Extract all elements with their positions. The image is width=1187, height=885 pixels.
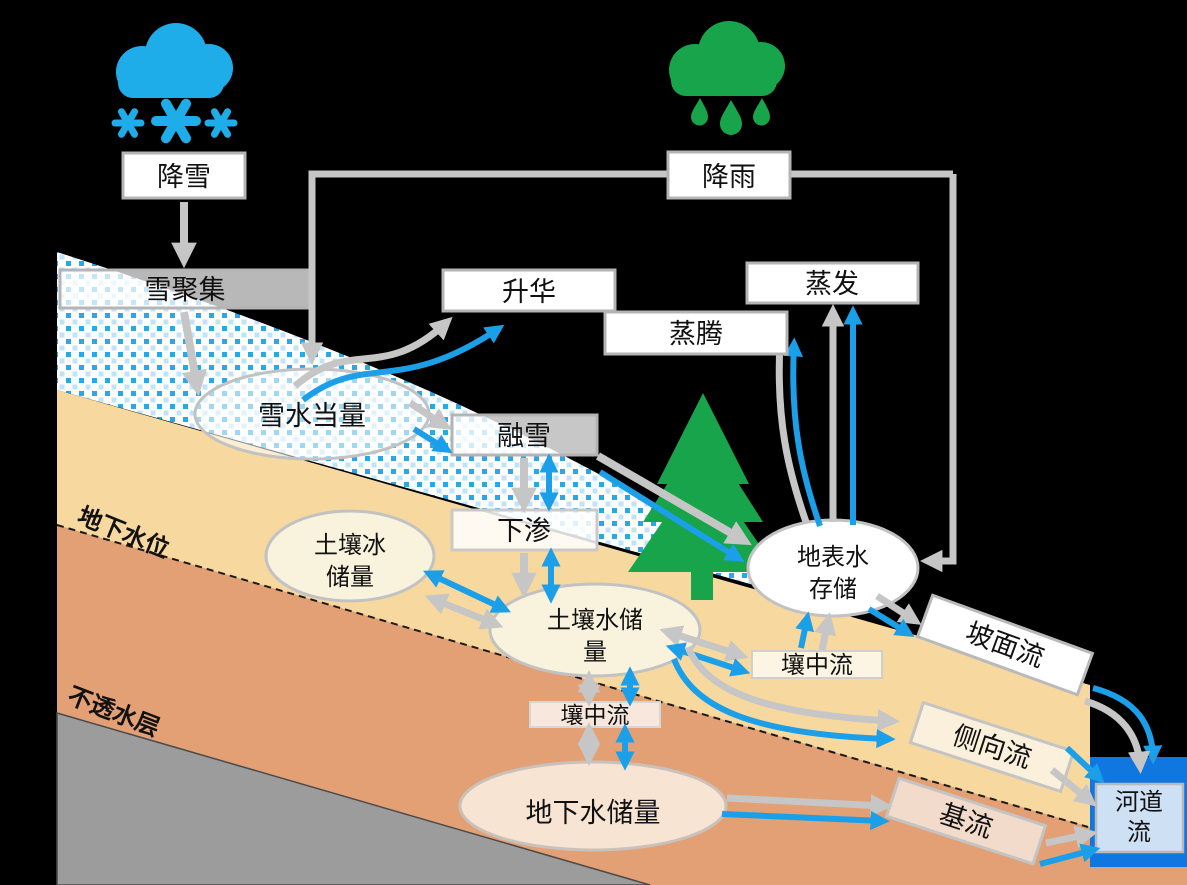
snowflakes-icon <box>111 98 238 144</box>
rainfall-node: 降雨 <box>666 150 792 200</box>
channel-flow-box <box>1094 782 1185 854</box>
soil-water-label-1: 土壤水储 <box>547 607 643 634</box>
transpiration-label: 蒸腾 <box>669 319 723 349</box>
arrow-surfacewater-to-overland-blue <box>867 606 915 638</box>
swe-label: 雪水当量 <box>258 401 366 431</box>
soil-ice-label-1: 土壤冰 <box>314 532 386 559</box>
arrow-soilwater-to-lateralflow-gray <box>684 645 900 732</box>
rainfall-label: 降雨 <box>702 162 756 192</box>
arrow-to-transpiration-gray <box>768 333 810 524</box>
infiltration-label: 下渗 <box>497 516 551 546</box>
arrow-overland-to-channel-gray <box>1083 697 1151 774</box>
arrow-interflowR-to-surfacewater-gray <box>814 612 837 651</box>
interflow-right-node: 壤中流 <box>751 650 883 679</box>
channel-flow-label-2: 流 <box>1127 819 1151 846</box>
swe-node: 雪水当量 <box>193 367 431 461</box>
arrow-interflowR-to-surfacewater-blue <box>795 611 815 649</box>
surface-water-label-2: 存储 <box>809 576 857 603</box>
raindrops-icon <box>691 98 770 135</box>
arrow-snowmelt-to-surfacewater-gray <box>595 452 752 546</box>
snowfall-label: 降雪 <box>157 162 211 192</box>
arrow-groundwater-to-baseflow-blue <box>721 810 890 831</box>
interflow-lower-label: 壤中流 <box>561 702 630 728</box>
evaporation-label: 蒸发 <box>805 269 859 299</box>
soil-water-node: 土壤水储 量 <box>488 582 702 678</box>
interflow-right-label: 壤中流 <box>781 652 853 679</box>
surface-water-node: 地表水 存储 <box>746 518 920 618</box>
soil-ice-label-2: 储量 <box>326 564 374 591</box>
arrow-to-transpiration-blue <box>783 337 823 527</box>
arrow-groundwater-to-baseflow-gray <box>726 794 893 817</box>
arrow-soilwater-interflowR-blue <box>665 642 751 677</box>
channel-flow-label-1: 河道 <box>1115 789 1163 816</box>
snowfall-node: 降雪 <box>121 151 247 200</box>
snow-accumulation-node: 雪聚集 <box>58 268 312 310</box>
snowmelt-label: 融雪 <box>497 421 551 451</box>
arrow-overland-to-channel-blue <box>1092 685 1163 765</box>
sublimation-node: 升华 <box>441 268 617 313</box>
sublimation-label: 升华 <box>502 277 556 307</box>
channel-flow-node: 河道 流 <box>1090 757 1187 867</box>
snow-accumulation-label: 雪聚集 <box>145 275 226 305</box>
arrow-surfacewater-to-overland-gray <box>875 593 922 625</box>
arrow-soilwater-to-lateralflow-blue <box>671 657 896 749</box>
arrow-swe-to-snowmelt-blue <box>412 426 453 454</box>
arrow-snowmelt-to-surfacewater-blue <box>598 469 745 563</box>
flow-arrows <box>171 170 1163 867</box>
interflow-lower-node: 壤中流 <box>529 701 661 728</box>
bedrock-layer <box>56 712 651 885</box>
baseflow-node: 基流 <box>884 776 1048 866</box>
transpiration-node: 蒸腾 <box>603 310 789 356</box>
arrow-lateral-to-channel-blue <box>1064 745 1105 784</box>
soil-water-label-2: 量 <box>583 639 607 666</box>
arrow-soilice-soilwater-gray <box>424 593 504 630</box>
soil-ice-node: 土壤冰 储量 <box>264 509 436 603</box>
groundwater-label: 地下水储量 <box>526 798 661 828</box>
snowmelt-node: 融雪 <box>450 413 599 457</box>
snow-cloud-icon <box>116 23 233 98</box>
infiltration-node: 下渗 <box>450 508 599 552</box>
arrow-swe-to-sublimation-blue <box>301 324 505 403</box>
evaporation-node: 蒸发 <box>745 261 920 305</box>
arrow-snowpack-to-swe <box>180 311 207 397</box>
surface-water-label-1: 地表水 <box>797 544 869 571</box>
rain-cloud-icon <box>669 21 785 96</box>
arrow-swe-to-sublimation-gray <box>292 316 453 389</box>
arrow-baseflow-to-channel-blue <box>1039 843 1101 867</box>
arrow-rain-to-surface-water <box>920 174 957 573</box>
arrow-swe-to-snowmelt-gray <box>408 400 452 430</box>
arrow-baseflow-to-channel-gray <box>1045 825 1098 848</box>
groundwater-node: 地下水储量 <box>458 760 728 852</box>
arrow-lateral-to-channel-gray <box>1049 767 1097 807</box>
